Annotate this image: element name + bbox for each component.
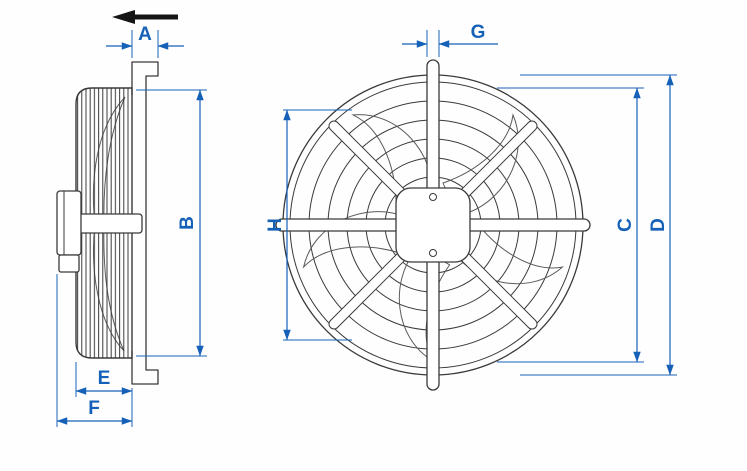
hub-screw-top <box>429 193 437 201</box>
hub-screw-bottom <box>429 249 437 257</box>
dimension-label-f: F <box>88 398 100 419</box>
dimension-f: F <box>56 274 133 427</box>
dimension-c: C <box>497 87 644 363</box>
guard-spoke-diagonal <box>328 120 538 330</box>
dimension-label-d: D <box>648 218 669 232</box>
side-view <box>56 61 159 385</box>
dimension-a: A <box>106 24 184 58</box>
dimension-h: H <box>265 109 352 341</box>
airflow-direction-arrow <box>112 10 178 24</box>
dimension-label-g: G <box>471 22 486 43</box>
terminal-box <box>58 254 80 273</box>
dimension-b: B <box>136 89 207 357</box>
dimension-label-c: C <box>615 218 636 232</box>
hub-plate <box>395 187 471 263</box>
dimension-label-b: B <box>177 216 198 230</box>
dimension-label-e: E <box>98 368 111 389</box>
dimension-e: E <box>75 362 133 427</box>
dimension-label-h: H <box>265 218 286 232</box>
dimension-d: D <box>520 74 677 376</box>
motor-housing <box>56 190 82 256</box>
dimension-g: G <box>402 22 498 57</box>
mounting-flange <box>131 61 159 385</box>
dimension-label-a: A <box>138 24 152 45</box>
